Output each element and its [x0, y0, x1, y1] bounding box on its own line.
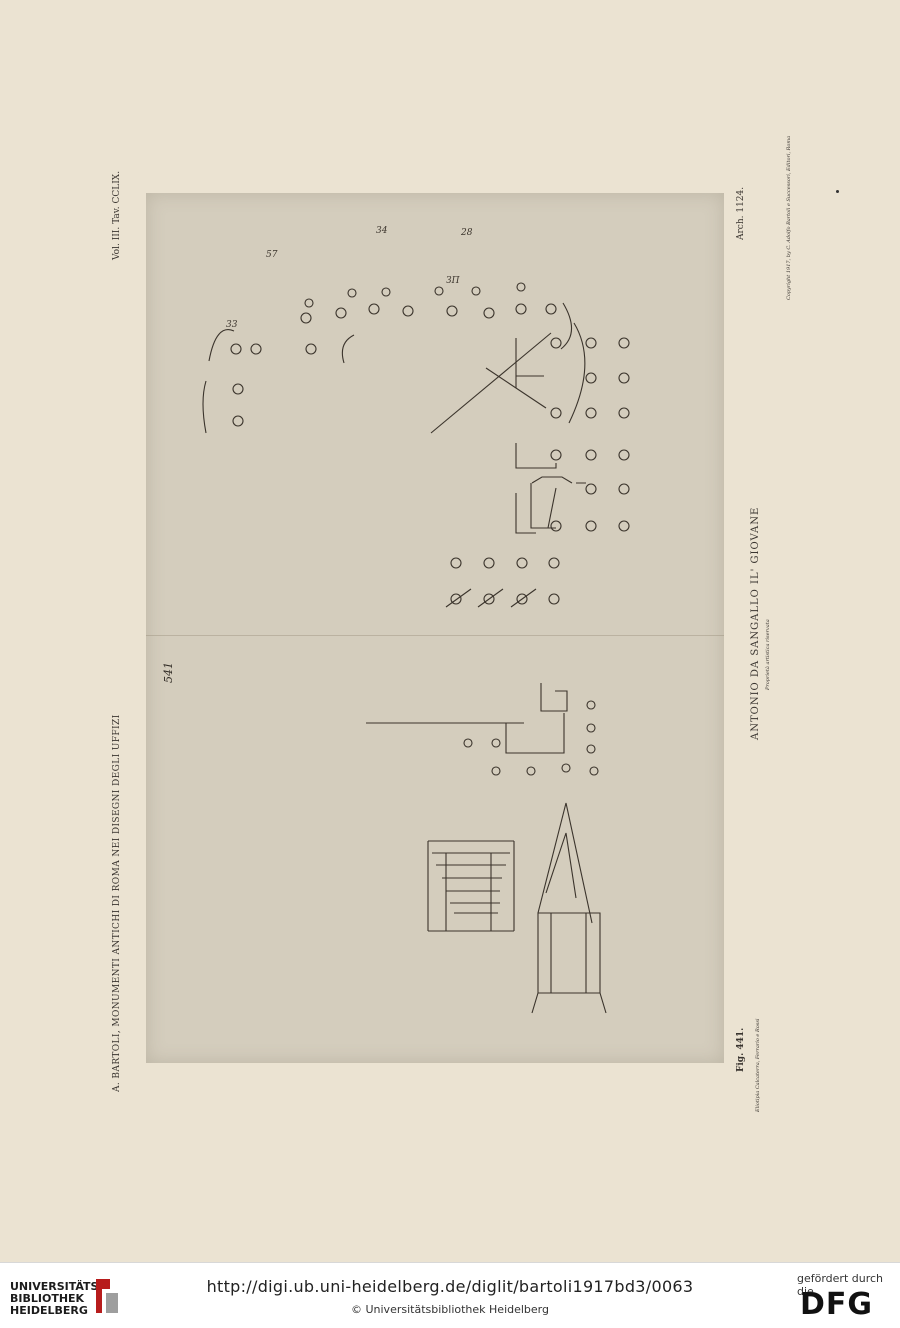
volume-header: Vol. III. Tav. CCLIX. — [112, 170, 122, 260]
sketch-annotation: 33 — [226, 320, 238, 330]
university-emblem-icon — [96, 1279, 118, 1313]
dfg-logo[interactable]: DFG — [800, 1287, 874, 1322]
viewer-footer: UNIVERSITÄTS- BIBLIOTHEK HEIDELBERG http… — [0, 1262, 900, 1328]
sketch-annotation: ЗП — [446, 276, 460, 286]
sheet-fold — [146, 635, 724, 636]
logo-line: BIBLIOTHEK — [10, 1292, 85, 1305]
ink-speck — [836, 190, 839, 193]
figure-number: Fig. 441. — [736, 1027, 746, 1072]
artist-caption: ANTONIO DA SANGALLO IL' GIOVANE — [750, 506, 761, 740]
drawing-sheet: 541 — [146, 193, 724, 1063]
archive-number: Arch. 1124. — [736, 186, 746, 240]
architectural-plan-drawing: 57 34 28 ЗП 33 — [202, 226, 630, 1014]
sketch-annotation: 28 — [460, 228, 473, 238]
sketch-annotation: 34 — [376, 226, 388, 236]
copyright-note: Copyright 1917, by C. Adolfo Bartoli e S… — [786, 135, 792, 300]
logo-line: HEIDELBERG — [10, 1304, 88, 1317]
series-title: A. BARTOLI, MONUMENTI ANTICHI DI ROMA NE… — [112, 714, 122, 1092]
plate-page: A. BARTOLI, MONUMENTI ANTICHI DI ROMA NE… — [112, 135, 839, 1113]
university-library-logo[interactable]: UNIVERSITÄTS- BIBLIOTHEK HEIDELBERG — [10, 1281, 103, 1317]
printer-credit: Eliotipia Calcaterra, Ferrario e Rossi — [755, 1018, 761, 1113]
funding-label: gefördert durch die — [797, 1272, 884, 1298]
artistic-property-note: Proprietà artistica riservata — [765, 619, 771, 690]
sketch-annotation: 57 — [266, 250, 278, 260]
copyright-text: © Universitätsbibliothek Heidelberg — [350, 1303, 549, 1316]
document-url-link[interactable]: http://digi.ub.uni-heidelberg.de/diglit/… — [206, 1277, 694, 1296]
logo-line: UNIVERSITÄTS- — [10, 1280, 104, 1293]
